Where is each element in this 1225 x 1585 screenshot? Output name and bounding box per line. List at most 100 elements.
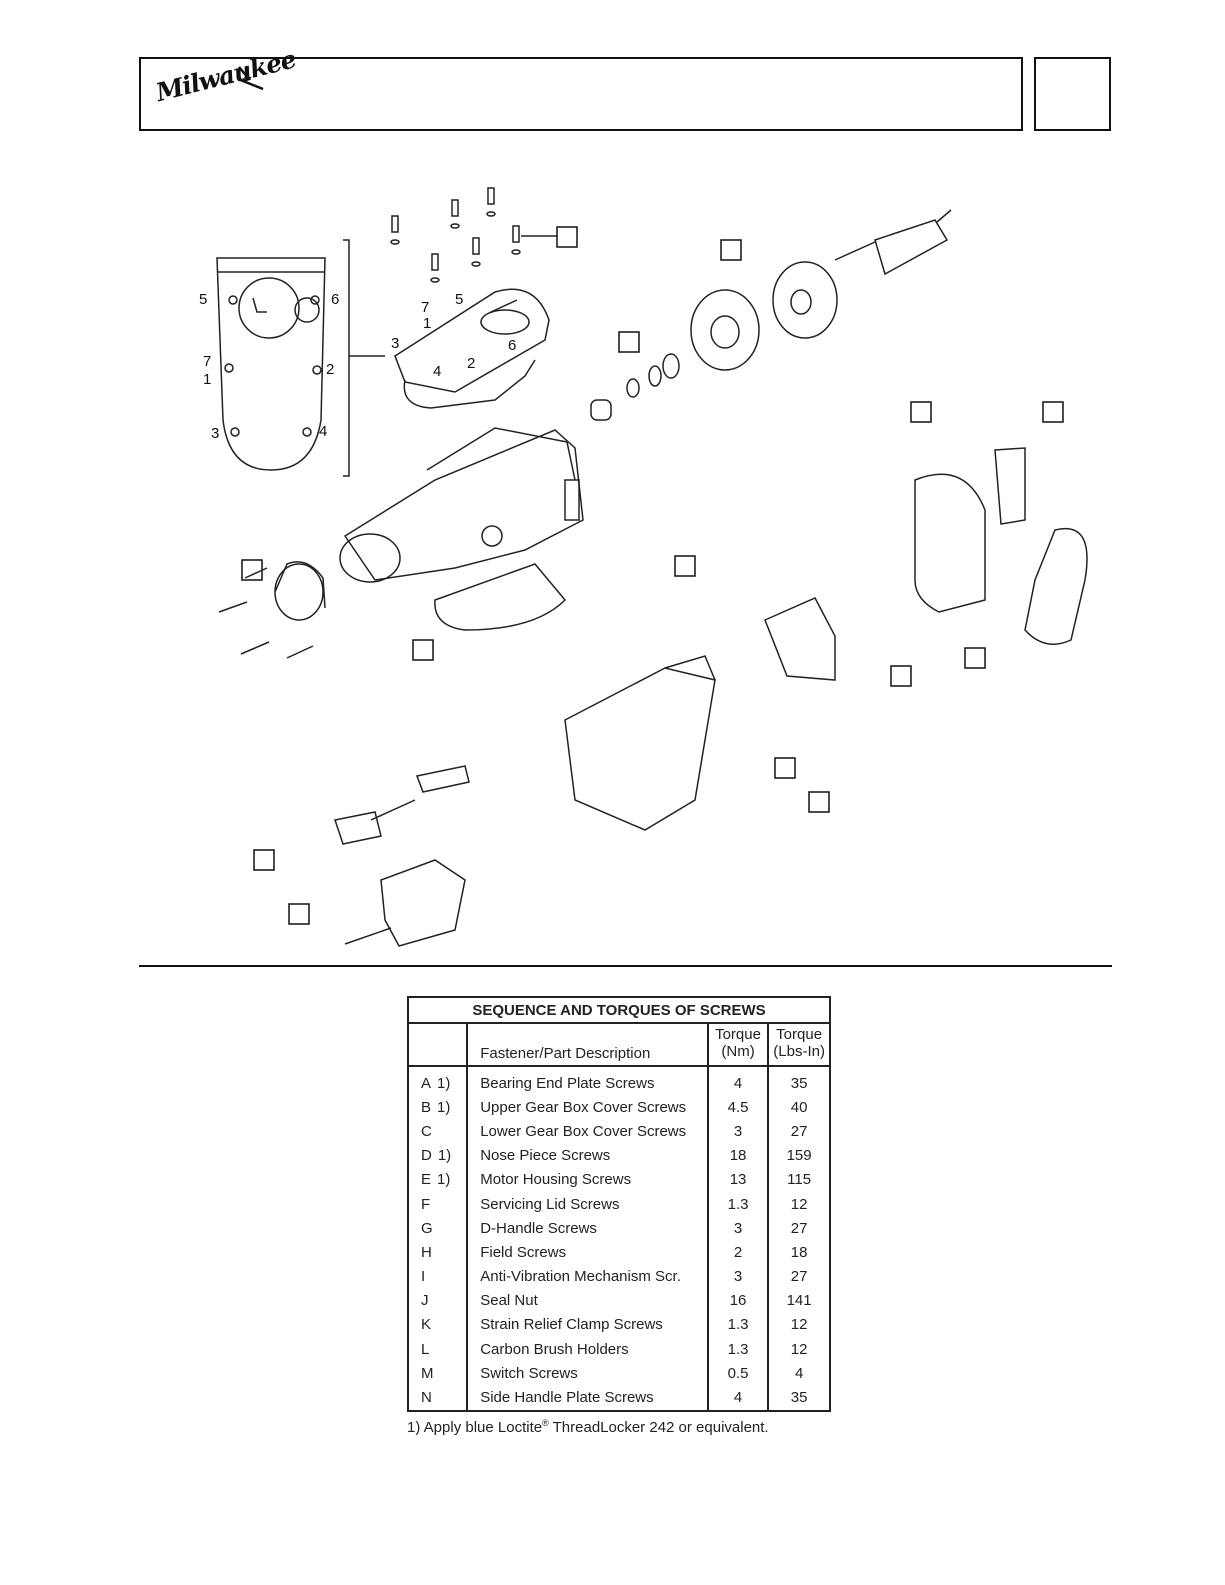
- seq-number: 3: [391, 335, 399, 352]
- callout-box: [241, 559, 263, 581]
- row-description: Nose Piece Screws: [467, 1143, 709, 1168]
- row-torque-lbs: 12: [790, 1195, 808, 1213]
- row-torque-nm: 0.5: [707, 1361, 770, 1386]
- d-handle: [914, 447, 1088, 645]
- header-torque-nm: Torque (Nm): [707, 1023, 770, 1067]
- row-torque-nm: 1.3: [707, 1337, 770, 1362]
- row-description: Upper Gear Box Cover Screws: [467, 1095, 709, 1120]
- row-torque-nm: 4.5: [707, 1095, 770, 1120]
- motor-housing: [564, 655, 716, 831]
- nose-screws: [218, 567, 314, 659]
- callout-box: [253, 849, 275, 871]
- row-description: Servicing Lid Screws: [467, 1191, 709, 1217]
- row-description: Switch Screws: [467, 1361, 709, 1386]
- seq-number: 5: [455, 291, 463, 308]
- row-code: L: [408, 1337, 469, 1362]
- row-torque-nm: 13: [707, 1167, 770, 1192]
- row-code: I: [408, 1264, 469, 1289]
- callout-box: [412, 639, 434, 661]
- row-torque-nm: 4: [707, 1385, 770, 1411]
- callout-box: [964, 647, 986, 669]
- carbon-brush-assembly: [334, 765, 470, 845]
- row-description: Field Screws: [467, 1240, 709, 1265]
- bearing-end-plate: [690, 289, 760, 371]
- row-torque-lbs: 18: [790, 1243, 808, 1261]
- row-code: F: [408, 1191, 469, 1217]
- footnote: 1) Apply blue Loctite® ThreadLocker 242 …: [407, 1417, 769, 1436]
- section-divider: [139, 965, 1112, 967]
- row-code: K: [408, 1312, 469, 1338]
- row-torque-lbs: 27: [790, 1219, 808, 1237]
- bearings: [590, 353, 680, 421]
- row-description: Seal Nut: [467, 1288, 709, 1313]
- row-description: Anti-Vibration Mechanism Scr.: [467, 1264, 709, 1289]
- torque-table: SEQUENCE AND TORQUES OF SCREWS Fastener/…: [407, 996, 831, 1412]
- row-torque-nm: 1.3: [707, 1312, 770, 1338]
- seq-number: 4: [319, 423, 327, 440]
- lightning-bolt-icon: [238, 66, 264, 91]
- callout-box: [808, 791, 830, 813]
- table-header-row: Fastener/Part Description Torque (Nm) To…: [408, 1023, 830, 1067]
- row-description: Strain Relief Clamp Screws: [467, 1312, 709, 1338]
- milwaukee-logo: Milwaukee: [153, 44, 298, 125]
- row-torque-lbs: 12: [790, 1316, 808, 1334]
- field-stator: [344, 859, 466, 947]
- callout-box: [288, 903, 310, 925]
- row-torque-nm: 3: [707, 1216, 770, 1241]
- row-torque-lbs: 35: [790, 1389, 808, 1407]
- row-torque-lbs: 4: [794, 1364, 804, 1382]
- row-description: Lower Gear Box Cover Screws: [467, 1119, 709, 1144]
- seq-number: 2: [467, 355, 475, 372]
- seq-number: 1: [203, 371, 211, 388]
- row-torque-nm: 3: [707, 1119, 770, 1144]
- row-torque-lbs: 27: [790, 1268, 808, 1286]
- upper-gear-box-cover: [394, 288, 550, 409]
- callout-box: [1042, 401, 1064, 423]
- callout-box: [910, 401, 932, 423]
- seq-number: 2: [326, 361, 334, 378]
- row-torque-nm: 3: [707, 1264, 770, 1289]
- row-torque-nm: 16: [707, 1288, 770, 1313]
- row-code: H: [408, 1240, 469, 1265]
- callout-box: [890, 665, 912, 687]
- callout-box: [674, 555, 696, 577]
- seq-number: 7: [203, 353, 211, 370]
- row-torque-lbs: 27: [790, 1122, 808, 1140]
- callout-box: [720, 239, 742, 261]
- row-torque-nm: 2: [707, 1240, 770, 1265]
- row-torque-nm: 4: [707, 1066, 770, 1096]
- row-torque-lbs: 40: [790, 1098, 808, 1116]
- row-code: M: [408, 1361, 469, 1386]
- page-number-box: [1034, 57, 1111, 131]
- exploded-parts-diagram: 5 6 7 1 2 3 4 7 1 5 3 6 2 4: [199, 187, 1088, 947]
- lower-gear-box-cover: [434, 563, 567, 631]
- seq-number: 6: [508, 337, 516, 354]
- header-frame: Milwaukee: [139, 44, 1023, 131]
- row-torque-lbs: 12: [790, 1340, 808, 1358]
- seq-number: 7: [421, 299, 429, 316]
- seq-number: 5: [199, 291, 207, 308]
- header-torque-lbs: Torque (Lbs-In): [768, 1023, 830, 1067]
- row-torque-nm: 1.3: [707, 1191, 770, 1217]
- table-title: SEQUENCE AND TORQUES OF SCREWS: [408, 997, 830, 1024]
- seq-number: 6: [331, 291, 339, 308]
- anti-vibration-housing: [764, 597, 836, 681]
- row-torque-nm: 18: [707, 1143, 770, 1168]
- row-description: Bearing End Plate Screws: [467, 1066, 709, 1096]
